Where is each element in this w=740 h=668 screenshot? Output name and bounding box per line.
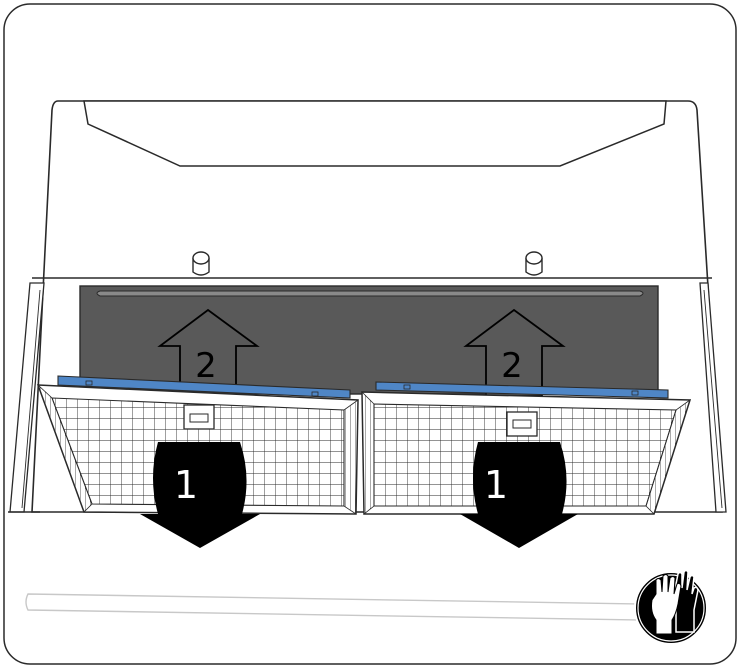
pull-down-arrow-left: 1 xyxy=(140,442,260,548)
step-1-label-right: 1 xyxy=(484,463,508,507)
hood-top-panel xyxy=(83,100,667,167)
mounting-pin-left xyxy=(192,251,210,276)
protective-gloves-icon xyxy=(634,569,708,645)
mounting-pin-right xyxy=(525,251,543,276)
grease-filter-left xyxy=(36,375,359,515)
front-rail xyxy=(25,593,641,621)
pull-down-arrow-right: 1 xyxy=(460,442,578,548)
step-2-label-right: 2 xyxy=(501,346,523,386)
step-1-label-left: 1 xyxy=(174,463,198,507)
step-2-label-left: 2 xyxy=(195,346,217,386)
